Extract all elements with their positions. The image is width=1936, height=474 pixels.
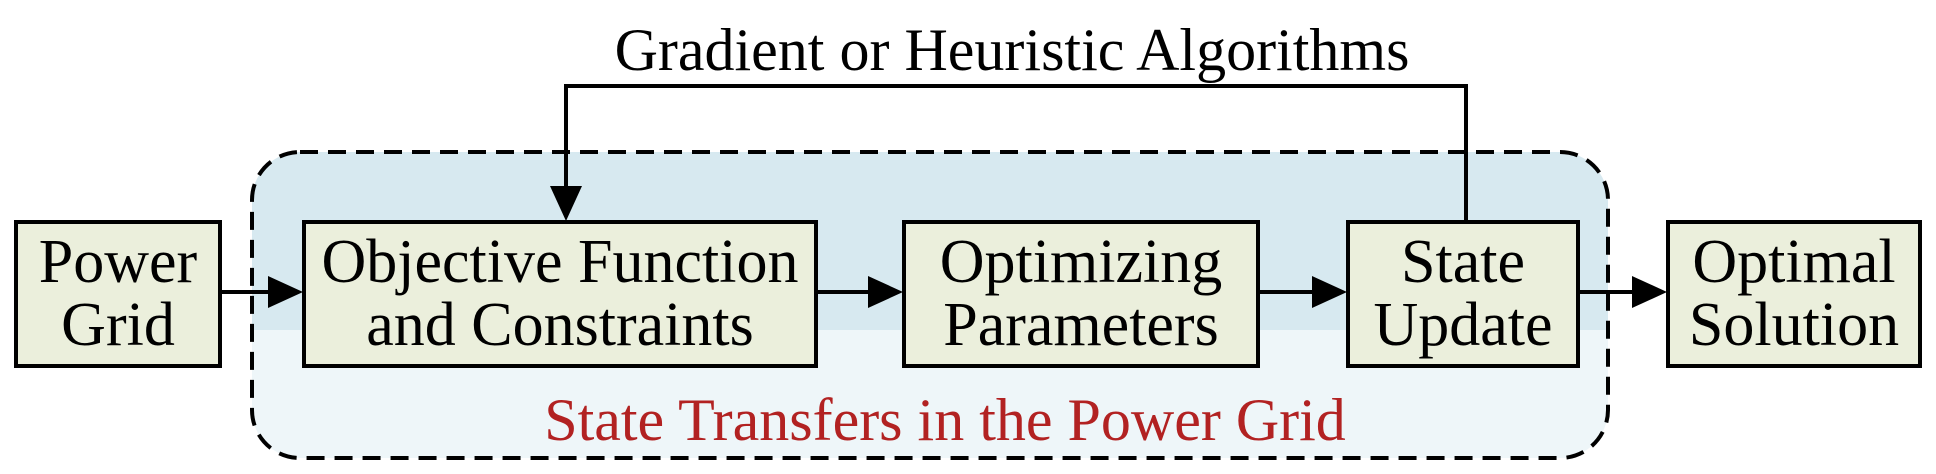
- box-objective-function: Objective Function and Constraints: [302, 220, 818, 368]
- box-state-update: State Update: [1346, 220, 1580, 368]
- arrowhead-update-to-solution: [1632, 276, 1667, 308]
- power-grid-line2: Grid: [61, 291, 175, 359]
- feedback-arrowhead: [550, 186, 582, 221]
- arrowhead-optimizing-to-update: [1312, 276, 1347, 308]
- arrowhead-grid-to-objective: [268, 276, 303, 308]
- feedback-label: Gradient or Heuristic Algorithms: [615, 17, 1410, 83]
- optimizing-line2: Parameters: [943, 291, 1218, 359]
- box-power-grid: Power Grid: [14, 220, 222, 368]
- box-optimizing-parameters: Optimizing Parameters: [902, 220, 1260, 368]
- optimal-line2: Solution: [1689, 291, 1899, 359]
- state-update-line2: Update: [1373, 291, 1552, 359]
- feedback-loop: [550, 84, 1468, 222]
- arrowhead-objective-to-optimizing: [868, 276, 903, 308]
- objective-line2: and Constraints: [366, 291, 753, 359]
- power-grid-line1: Power: [39, 228, 198, 296]
- optimizing-line1: Optimizing: [940, 228, 1222, 296]
- region-label: State Transfers in the Power Grid: [544, 387, 1346, 453]
- feedback-line: [564, 84, 1468, 222]
- region-dashed-border: [250, 150, 1610, 460]
- optimal-line1: Optimal: [1692, 228, 1895, 296]
- flow-arrows: [220, 276, 1667, 308]
- box-optimal-solution: Optimal Solution: [1666, 220, 1922, 368]
- state-update-line1: State: [1401, 228, 1525, 296]
- objective-line1: Objective Function: [322, 228, 799, 296]
